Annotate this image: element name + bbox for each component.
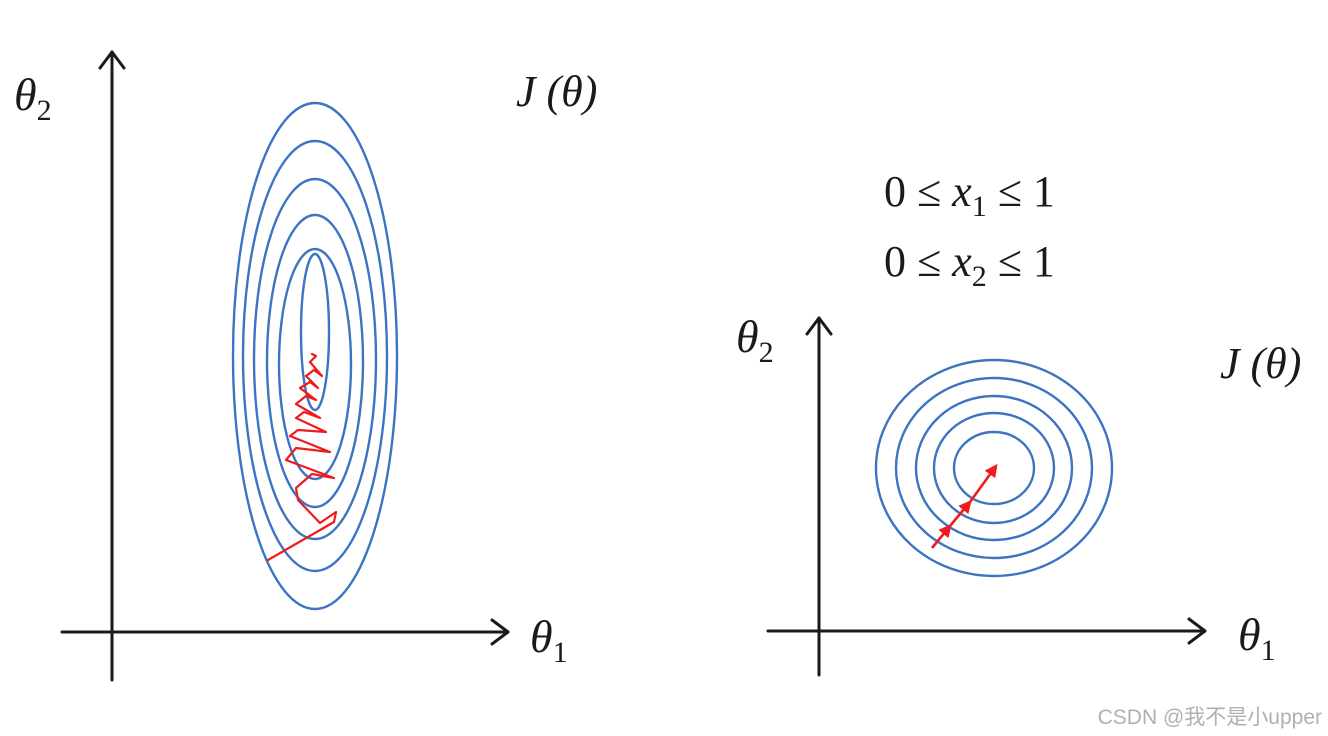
constraint-x1: 0 ≤ x1 ≤ 1	[884, 167, 1055, 223]
descent-step	[968, 463, 998, 503]
arrowhead-icon	[98, 50, 126, 70]
contour-ellipse	[299, 252, 331, 412]
contour-ellipse	[231, 101, 399, 611]
left-panel: θ2 θ1 J (θ)	[14, 50, 597, 682]
contour-ellipse	[252, 177, 378, 541]
descent-step	[949, 500, 972, 527]
direct-descent-steps	[930, 463, 998, 549]
arrowhead-icon	[805, 316, 833, 336]
arrowhead-icon	[490, 618, 510, 646]
contour-ellipse	[277, 247, 353, 481]
left-axes	[60, 50, 510, 682]
contour-circle	[932, 411, 1056, 525]
right-cost-label: J (θ)	[1220, 339, 1301, 388]
left-contours	[231, 101, 399, 611]
right-axes	[766, 316, 1207, 677]
left-x-axis-label: θ1	[530, 611, 568, 669]
contour-circle	[952, 430, 1036, 506]
right-y-axis-label: θ2	[736, 311, 774, 369]
left-y-axis-label: θ2	[14, 69, 52, 127]
descent-step	[930, 523, 952, 549]
arrowhead-icon	[1187, 617, 1207, 645]
left-cost-label: J (θ)	[516, 67, 597, 116]
contour-ellipse	[265, 213, 365, 509]
watermark: CSDN @我不是小upper	[1098, 706, 1322, 729]
contour-circle	[874, 358, 1114, 578]
right-panel: 0 ≤ x1 ≤ 1 0 ≤ x2 ≤ 1 θ2 θ1 J (θ)	[736, 167, 1301, 677]
constraints-text: 0 ≤ x1 ≤ 1 0 ≤ x2 ≤ 1	[884, 167, 1055, 293]
contour-circle	[914, 394, 1074, 542]
oscillating-descent-path	[266, 352, 338, 562]
contour-ellipse	[241, 139, 389, 573]
constraint-x2: 0 ≤ x2 ≤ 1	[884, 237, 1055, 293]
right-x-axis-label: θ1	[1238, 609, 1276, 667]
contour-circle	[894, 376, 1094, 560]
right-contours	[874, 358, 1114, 578]
